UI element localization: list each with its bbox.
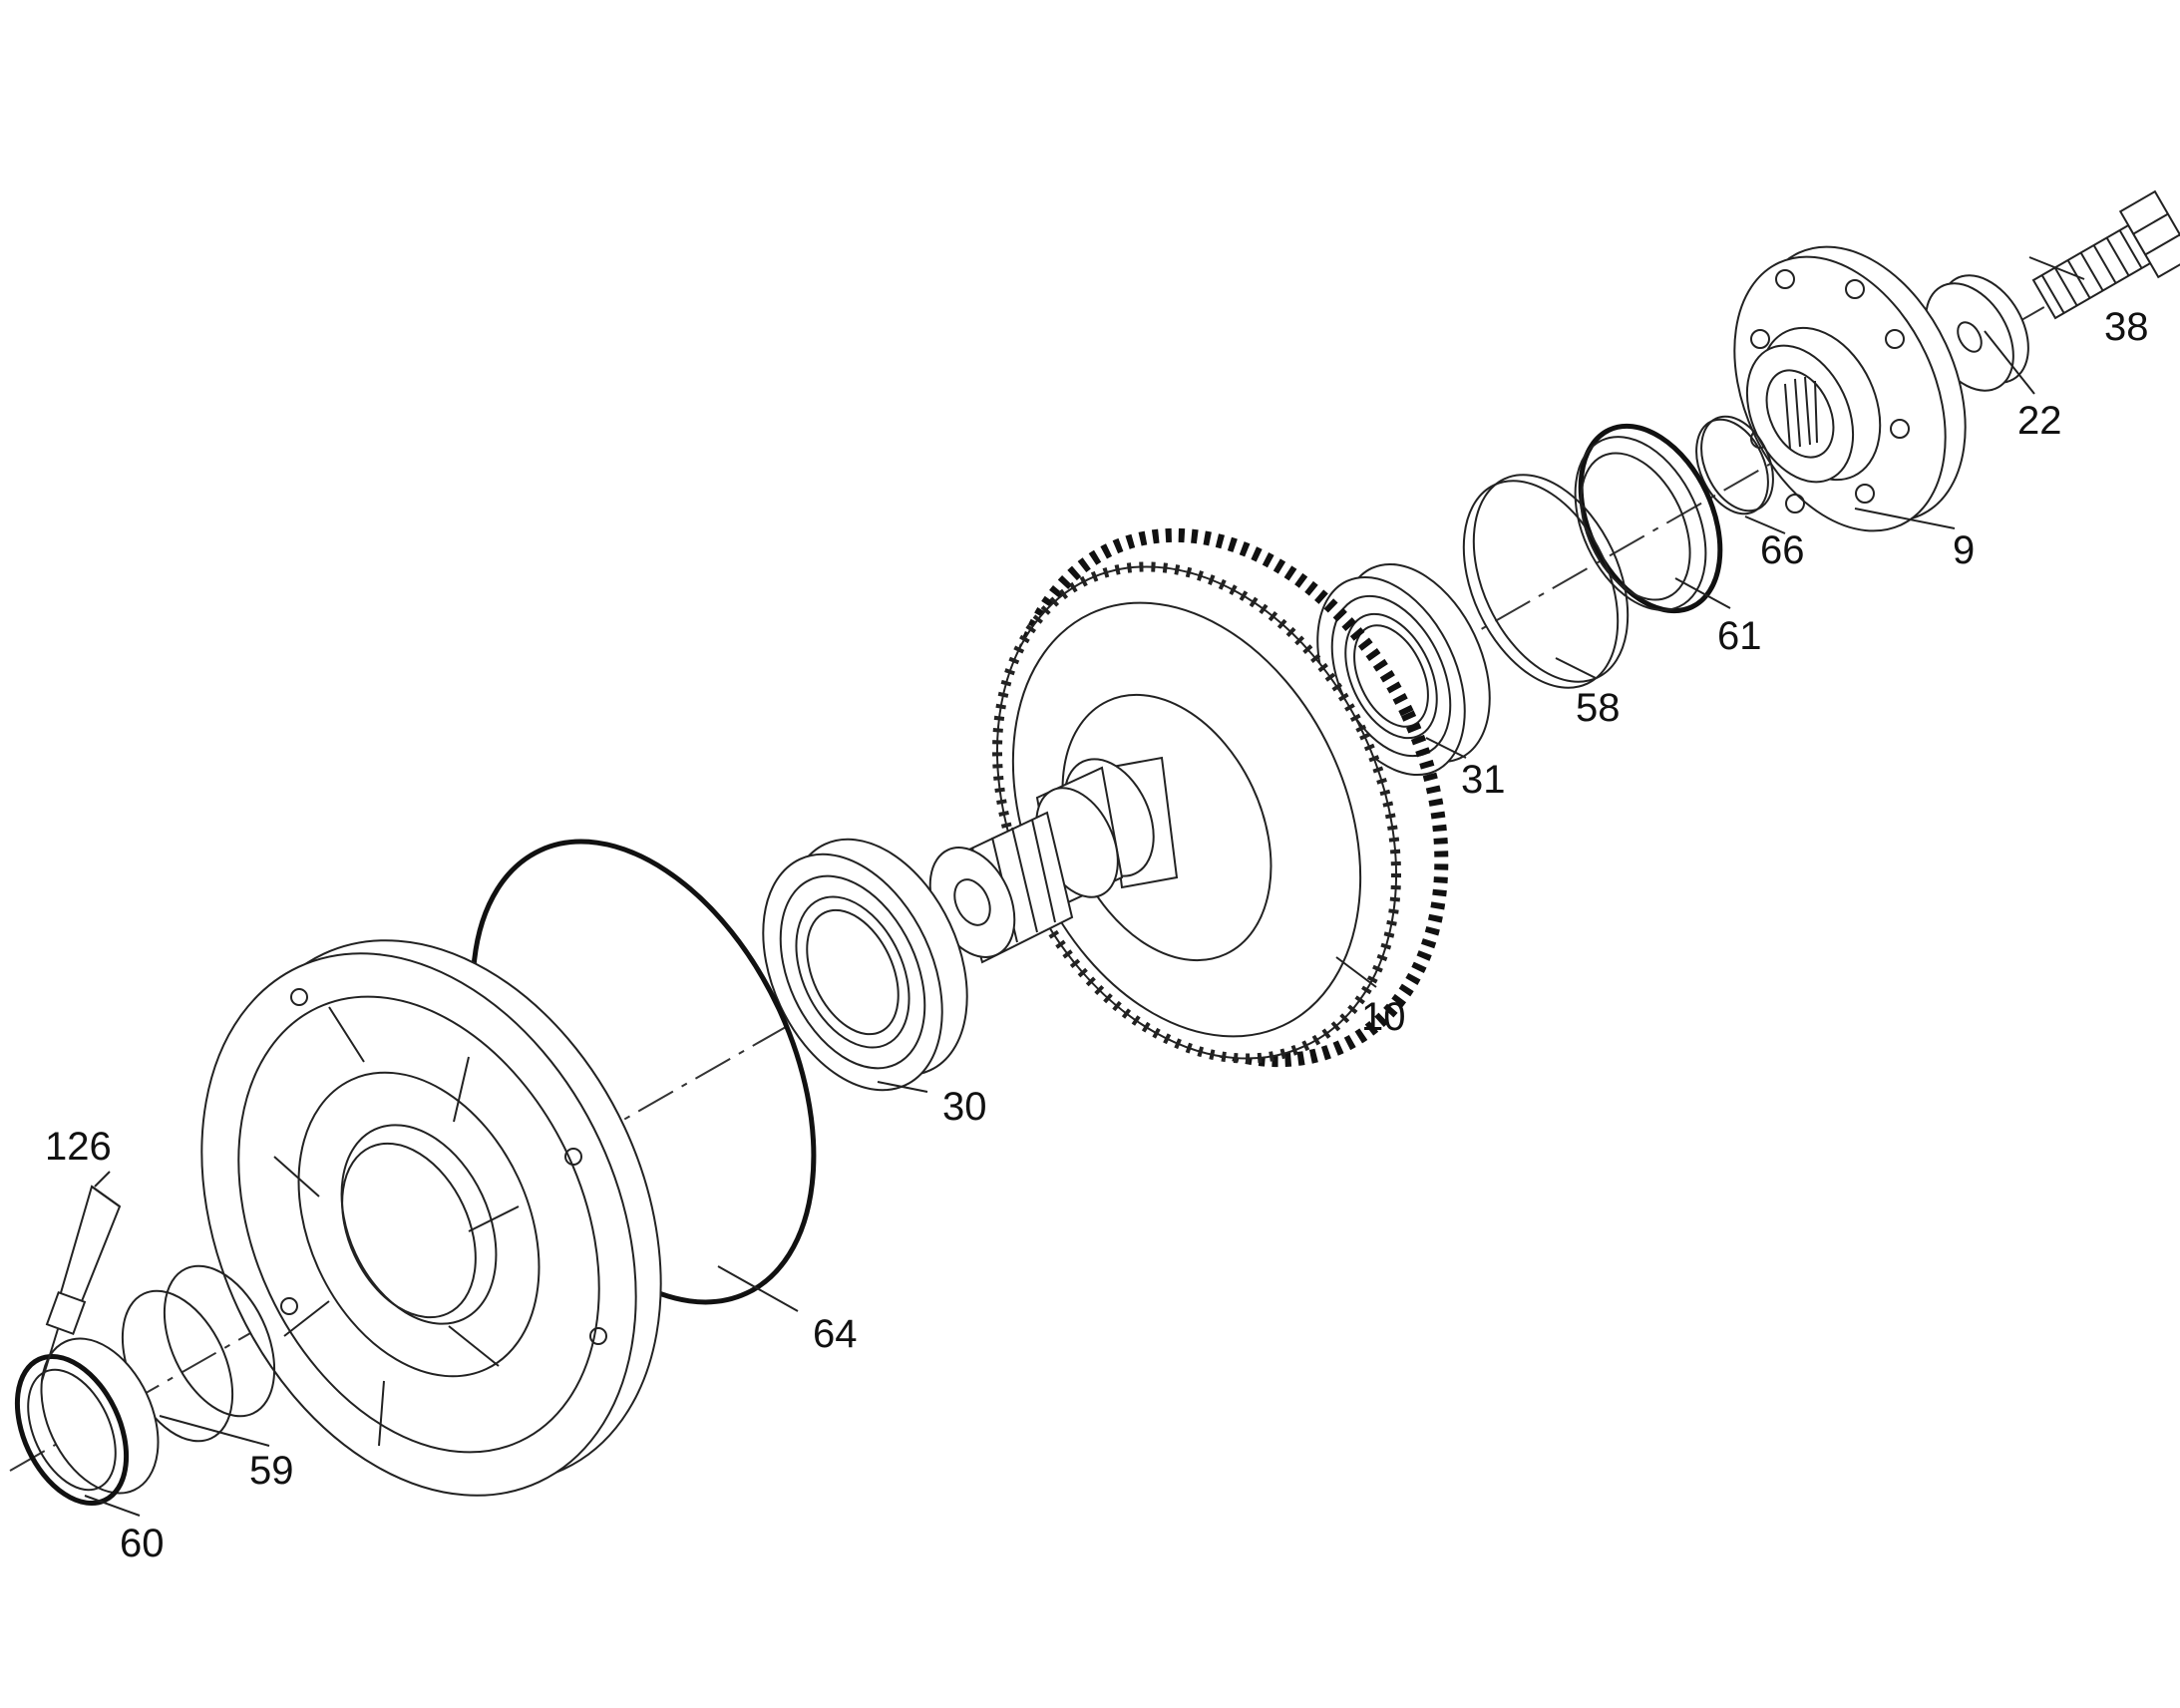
sealant-tube-icon[interactable] [41,1185,122,1382]
callout-58[interactable]: 58 [1576,686,1621,730]
callout-38[interactable]: 38 [2104,305,2149,349]
callout-9[interactable]: 9 [1953,528,1976,572]
callout-60[interactable]: 60 [120,1522,165,1565]
callout-66[interactable]: 66 [1760,528,1805,572]
callout-31[interactable]: 31 [1461,758,1506,802]
output-flange-icon[interactable] [1693,212,2007,564]
spur-gear-shaft-icon[interactable] [913,465,1523,1131]
callout-22[interactable]: 22 [2017,399,2062,443]
callout-59[interactable]: 59 [249,1449,294,1493]
cover-plate-icon [200,939,662,1497]
callout-61[interactable]: 61 [1717,614,1762,658]
shaft-seal-icon[interactable] [1550,404,1748,633]
callout-30[interactable]: 30 [942,1085,987,1129]
shaft-seal-icon[interactable] [0,1320,182,1521]
callout-10[interactable]: 10 [1361,995,1406,1039]
callout-126[interactable]: 126 [45,1125,112,1169]
callout-64[interactable]: 64 [813,1312,858,1356]
o-ring-icon[interactable] [1682,405,1787,525]
ball-bearing-icon[interactable] [728,811,1003,1119]
snap-ring-icon[interactable] [1433,451,1658,713]
hex-bolt-icon[interactable] [2025,189,2180,332]
